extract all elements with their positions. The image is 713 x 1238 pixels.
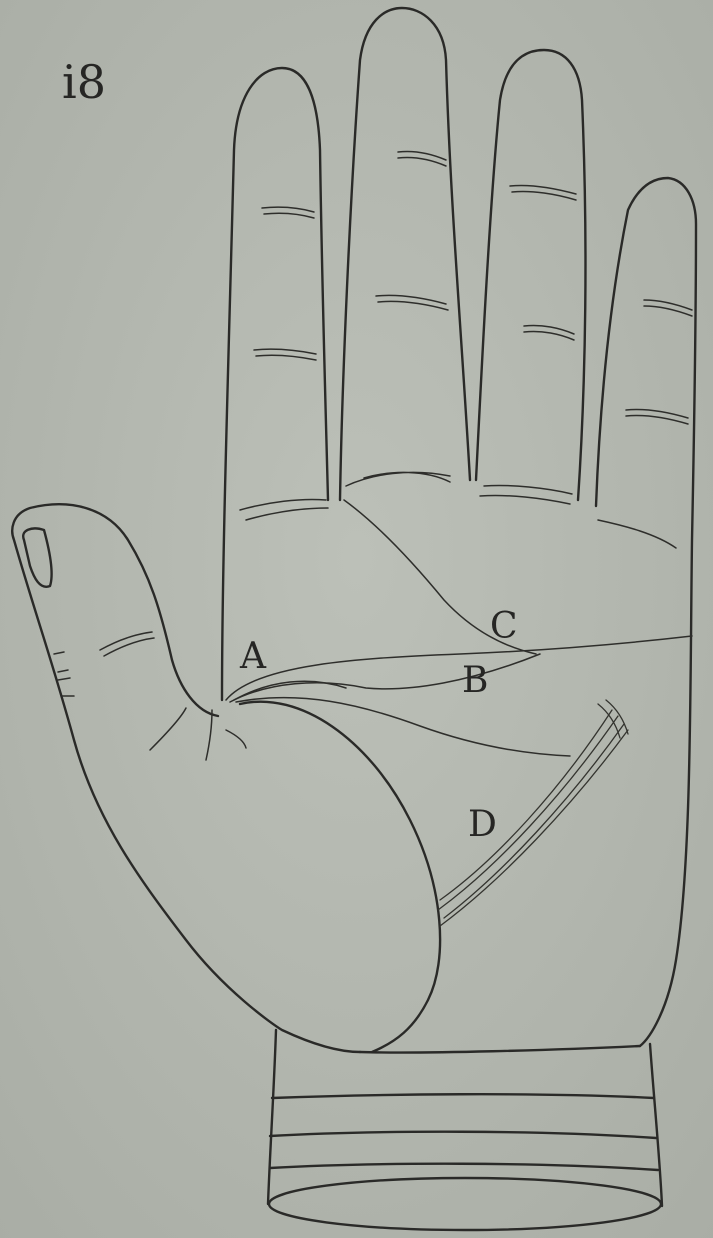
label-a: A (239, 636, 267, 677)
label-c: C (490, 606, 518, 647)
label-b: B (462, 660, 488, 701)
page-number: i8 (62, 55, 106, 109)
label-d: D (468, 804, 497, 845)
